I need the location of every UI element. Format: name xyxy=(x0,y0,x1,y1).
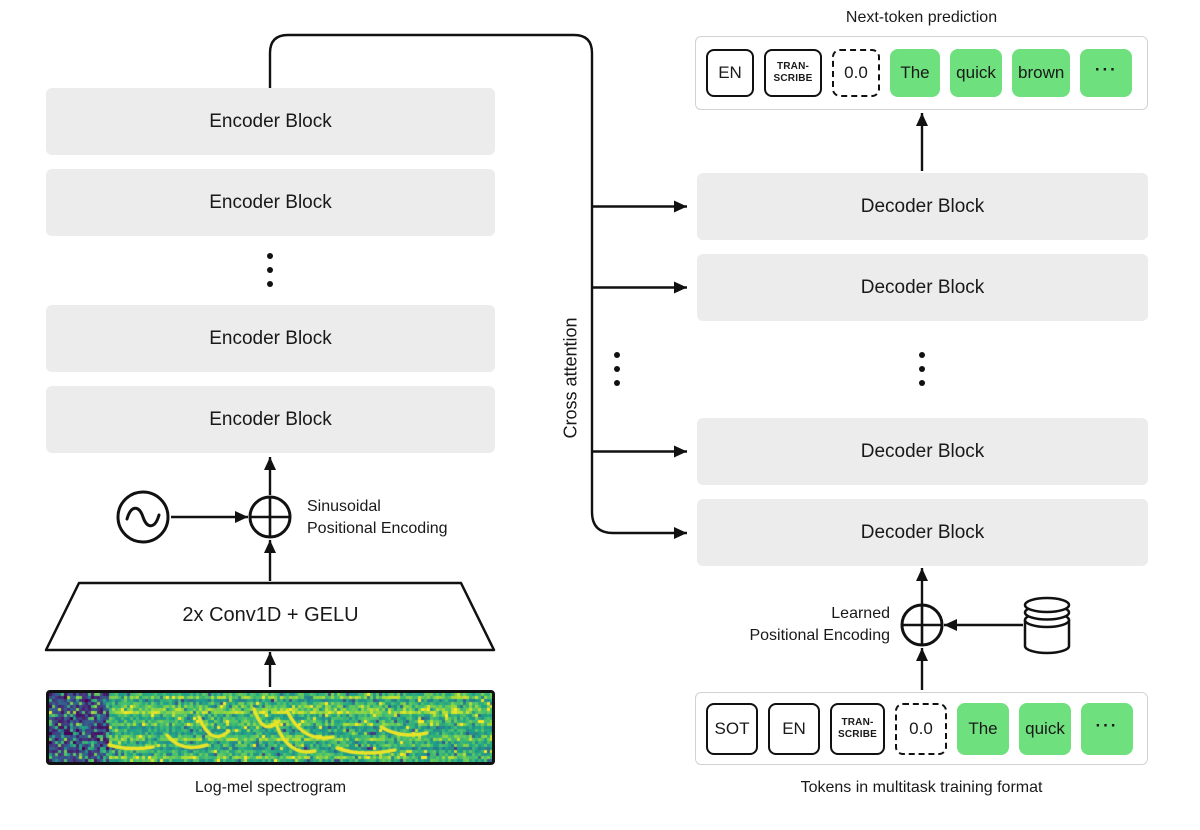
encoder-vertical-ellipsis xyxy=(267,253,273,287)
encoder-block-4: Encoder Block xyxy=(46,386,495,453)
input-token-row: SOT EN TRAN- SCRIBE 0.0 The quick ··· xyxy=(695,692,1148,765)
token-sot: SOT xyxy=(706,702,758,755)
input-tokens-caption: Tokens in multitask training format xyxy=(800,779,1043,796)
token-timestamp: 0.0 xyxy=(832,49,880,97)
encoder-block-3: Encoder Block xyxy=(46,305,495,372)
decoder-block-1: Decoder Block xyxy=(697,173,1148,240)
token-the: The xyxy=(956,702,1009,755)
token-en: EN xyxy=(706,49,754,97)
spectrogram-canvas xyxy=(49,693,492,762)
token-the: The xyxy=(890,49,940,97)
decoder-block-4: Decoder Block xyxy=(697,499,1148,566)
sinusoidal-positional-encoding-label: Sinusoidal Positional Encoding xyxy=(307,496,448,540)
token-quick: quick xyxy=(1018,702,1071,755)
cross-attention-vertical-ellipsis xyxy=(614,352,620,386)
token-quick: quick xyxy=(950,49,1002,97)
label-line: Positional Encoding xyxy=(307,520,448,537)
token-brown: brown xyxy=(1012,49,1071,97)
token-timestamp: 0.0 xyxy=(894,702,947,755)
decoder-block-label: Decoder Block xyxy=(860,521,985,543)
conv-gelu-label: 2x Conv1D + GELU xyxy=(182,604,359,626)
encoder-block-2: Encoder Block xyxy=(46,169,495,236)
encoder-block-1: Encoder Block xyxy=(46,88,495,155)
decoder-block-label: Decoder Block xyxy=(860,440,985,462)
label-line: Positional Encoding xyxy=(749,627,890,644)
decoder-block-2: Decoder Block xyxy=(697,254,1148,321)
label-line: Learned xyxy=(831,605,890,622)
cross-attention-label: Cross attention xyxy=(560,317,581,439)
encoder-block-label: Encoder Block xyxy=(209,191,332,213)
decoder-vertical-ellipsis xyxy=(919,352,925,386)
label-line: Sinusoidal xyxy=(307,498,381,515)
token-transcribe: TRAN- SCRIBE xyxy=(830,702,885,755)
token-en: EN xyxy=(768,702,820,755)
encoder-block-label: Encoder Block xyxy=(209,110,332,132)
output-token-row: EN TRAN- SCRIBE 0.0 The quick brown ··· xyxy=(695,36,1148,110)
token-ellipsis: ··· xyxy=(1080,702,1133,755)
plus-circle-icon xyxy=(248,495,292,539)
decoder-block-label: Decoder Block xyxy=(860,276,985,298)
token-ellipsis: ··· xyxy=(1080,49,1133,97)
encoder-block-label: Encoder Block xyxy=(209,408,332,430)
encoder-block-label: Encoder Block xyxy=(209,327,332,349)
token-embedding-stack-icon xyxy=(1023,596,1071,655)
token-transcribe: TRAN- SCRIBE xyxy=(764,49,822,97)
log-mel-spectrogram-image xyxy=(46,690,495,765)
decoder-block-label: Decoder Block xyxy=(860,195,985,217)
next-token-prediction-title: Next-token prediction xyxy=(845,9,998,26)
learned-positional-encoding-label: Learned Positional Encoding xyxy=(712,603,890,647)
plus-circle-icon xyxy=(900,603,944,647)
decoder-block-3: Decoder Block xyxy=(697,418,1148,485)
sine-wave-icon xyxy=(116,490,170,544)
spectrogram-caption: Log-mel spectrogram xyxy=(194,779,347,796)
